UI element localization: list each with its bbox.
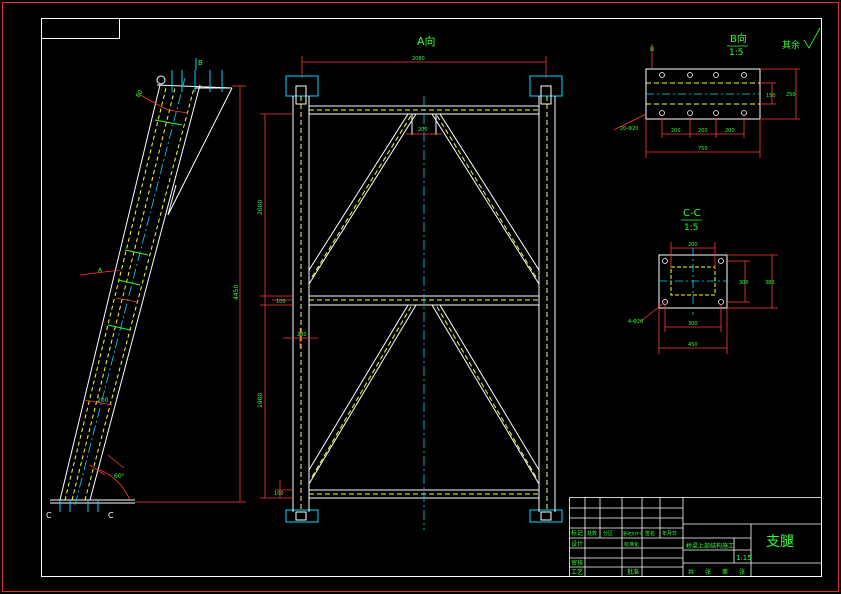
top-width-dim: 2080 bbox=[412, 56, 425, 62]
cc-hole-note: 4-Φ20 bbox=[628, 319, 643, 325]
title-row-label-1: 标记 bbox=[571, 529, 583, 537]
roughness-note: 其余 bbox=[782, 39, 800, 51]
b-dim-1: 200 bbox=[671, 128, 681, 134]
side-mid-mark: A bbox=[98, 267, 103, 274]
b-arrow-mark: B bbox=[198, 59, 203, 67]
title-row-label-2: 设计 bbox=[571, 540, 583, 548]
title-header-3: 更改文件号 bbox=[623, 530, 643, 536]
title-header-1: 处数 bbox=[587, 530, 597, 537]
footer-sheets: 张 bbox=[705, 568, 711, 576]
footer-sheet: 张 bbox=[739, 568, 745, 576]
b-total-dim: 750 bbox=[698, 146, 708, 152]
lower-height-dim: 1900 bbox=[257, 393, 264, 408]
section-mark-c-right: C bbox=[108, 511, 114, 520]
mid-gap-dim: 100 bbox=[276, 299, 286, 305]
b-dim-2: 200 bbox=[698, 128, 708, 134]
title-mid-label-2: 批准 bbox=[627, 568, 639, 576]
title-mid-label-1: 标准化 bbox=[624, 541, 639, 548]
drawing-scale: 1:15 bbox=[736, 554, 752, 562]
b-view: B向 1:5 其余 B bbox=[613, 27, 821, 158]
footer-no: 第 bbox=[722, 568, 728, 576]
web-width-dim: 200 bbox=[418, 127, 428, 133]
b-view-scale: 1:5 bbox=[729, 48, 743, 58]
title-header-5: 年月日 bbox=[662, 530, 677, 537]
cc-top-dim: 200 bbox=[688, 242, 698, 248]
a-view-title: A向 bbox=[417, 34, 436, 48]
cc-view-scale: 1:5 bbox=[684, 223, 698, 233]
cc-view-title: C-C bbox=[683, 208, 701, 219]
side-top-gap: 80 bbox=[135, 89, 145, 99]
cc-bottom-dim: 450 bbox=[688, 342, 698, 348]
roughness-symbol bbox=[803, 27, 821, 49]
title-header-4: 签名 bbox=[645, 530, 655, 537]
corner-code-box bbox=[41, 18, 120, 39]
cc-height-inner: 300 bbox=[739, 280, 749, 286]
total-height-dimension bbox=[135, 85, 246, 503]
title-block: 标记 设计 审核 工艺 处数 分区 更改文件号 签名 年月日 标准化 批准 桥梁… bbox=[569, 497, 822, 577]
section-mark-c-left: C bbox=[46, 511, 52, 520]
front-view: A向 2080 bbox=[257, 34, 563, 530]
project-label: 桥梁上部结构施工 bbox=[686, 542, 734, 550]
cc-inner-dim: 300 bbox=[688, 321, 698, 327]
title-row-label-4: 工艺 bbox=[571, 568, 583, 576]
side-view: 80 A 200 60° B C C bbox=[46, 58, 233, 520]
b-height-outer: 250 bbox=[786, 92, 796, 98]
b-dim-3: 200 bbox=[725, 128, 735, 134]
total-height-label: 4450 bbox=[233, 285, 240, 300]
b-hole-note: 20-Φ20 bbox=[620, 126, 638, 132]
drawing-frame bbox=[41, 18, 822, 577]
title-header-2: 分区 bbox=[603, 530, 613, 537]
footer-total: 共 bbox=[688, 568, 694, 576]
mid-offset-dim: 280 bbox=[297, 332, 307, 338]
cc-view: C-C 1:5 200 300 bbox=[628, 208, 778, 354]
part-name: 支腿 bbox=[766, 534, 794, 550]
upper-height-dim: 2000 bbox=[257, 200, 264, 215]
cc-height-outer: 380 bbox=[765, 280, 775, 286]
side-brace-dim: 200 bbox=[97, 397, 109, 404]
side-angle-dim: 60° bbox=[114, 473, 125, 480]
b-height-inner: 150 bbox=[766, 93, 776, 99]
b-view-title: B向 bbox=[730, 32, 747, 45]
title-row-label-3: 审核 bbox=[571, 559, 583, 567]
bottom-gap-dim: 100 bbox=[274, 491, 284, 497]
